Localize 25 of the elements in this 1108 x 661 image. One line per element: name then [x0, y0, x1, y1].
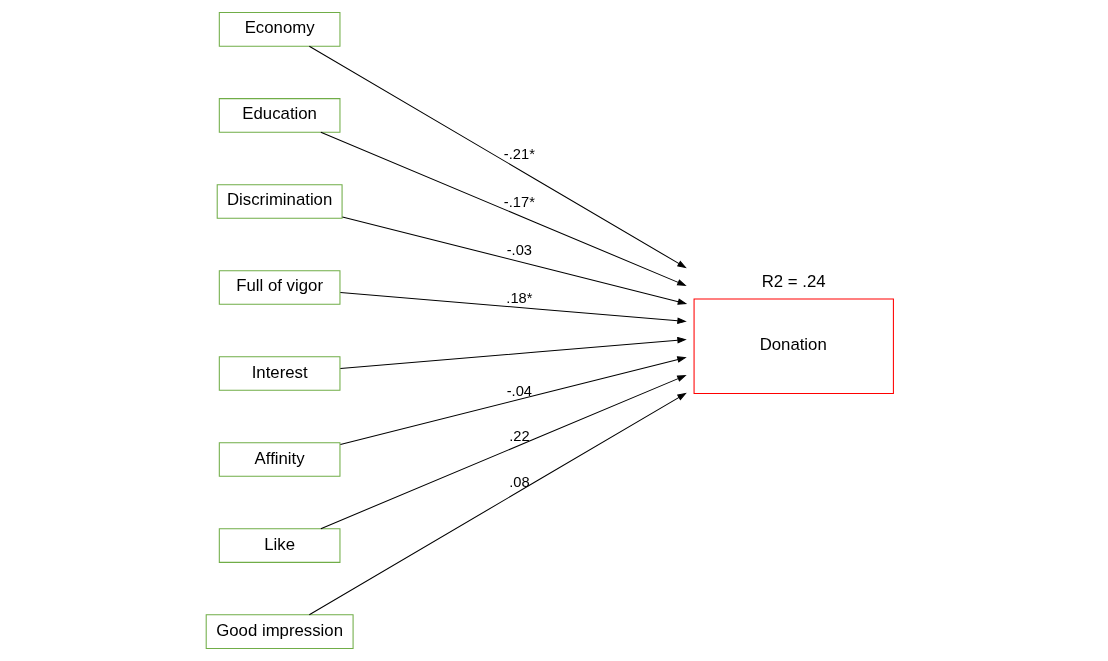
arrow [308, 45, 687, 269]
node-box: Full of vigor [218, 270, 341, 305]
arrow [341, 216, 688, 305]
edge-label: .22 [509, 427, 530, 444]
arrow [308, 392, 687, 616]
node-box: Like [218, 528, 341, 563]
node-box: Good impression [205, 614, 354, 649]
edge-label: .08 [509, 474, 530, 491]
node-box: Economy [218, 12, 341, 47]
edge-label: -.21* [503, 145, 535, 162]
edge-label: -.04 [506, 382, 533, 399]
node-box: Discrimination [216, 184, 343, 219]
arrow [339, 356, 687, 445]
node-box: Affinity [218, 442, 341, 477]
arrow [339, 336, 687, 370]
edge-label: -.17* [503, 193, 535, 210]
arrow [320, 131, 687, 286]
edge-label: -.03 [506, 242, 533, 259]
arrow [339, 291, 687, 325]
node-box: Donation [693, 298, 894, 394]
edge-label: .18* [506, 290, 533, 307]
node-box: Interest [218, 356, 341, 391]
node-label: R2 = .24 [761, 272, 826, 292]
node-box: Education [218, 98, 341, 133]
arrow [320, 375, 687, 530]
